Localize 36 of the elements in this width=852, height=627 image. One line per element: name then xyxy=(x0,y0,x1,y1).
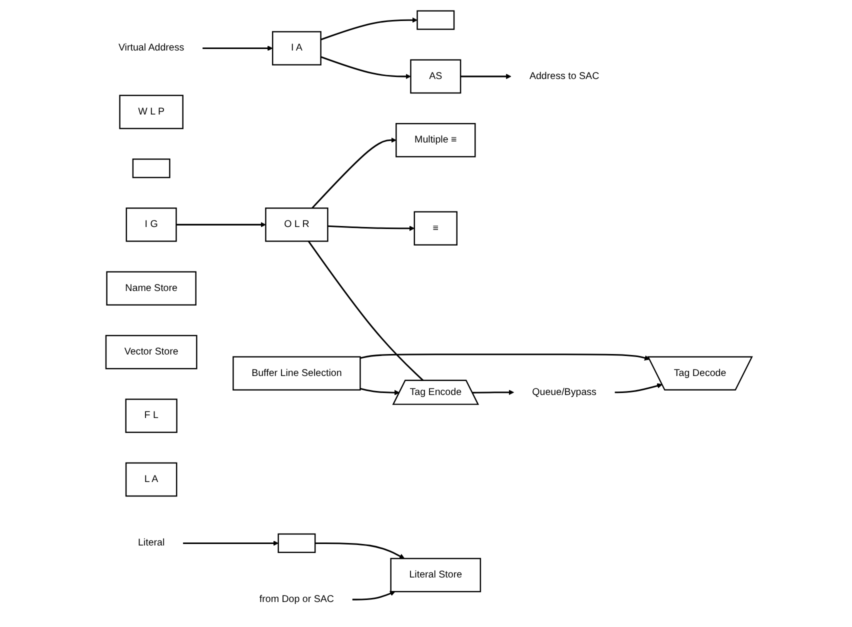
node-box xyxy=(416,10,455,30)
node-box: ≡ xyxy=(414,211,458,246)
node-box: Multiple ≡ xyxy=(396,123,476,158)
node-text: from Dop or SAC xyxy=(259,594,334,604)
node-text: Virtual Address xyxy=(118,42,184,54)
arrow xyxy=(614,383,662,394)
node-box xyxy=(278,533,316,553)
arrow xyxy=(360,388,400,396)
node-text: Address to SAC xyxy=(529,70,600,82)
node-box: Vector Store xyxy=(105,334,198,370)
node-box: Buffer Line Selection xyxy=(232,356,361,391)
node-box xyxy=(132,158,170,178)
arrow xyxy=(312,137,396,209)
node-box: Name Store xyxy=(106,271,196,306)
arrow xyxy=(320,56,411,80)
arrow xyxy=(352,590,396,600)
arrow xyxy=(360,354,650,361)
node-box: I A xyxy=(272,31,322,66)
arrow xyxy=(202,46,273,51)
node-box: F L xyxy=(125,398,178,433)
connector xyxy=(308,240,424,382)
node-box: O L R xyxy=(265,208,328,242)
arrow xyxy=(472,390,514,396)
node-text: Queue/Bypass xyxy=(532,386,596,398)
node-text: Literal xyxy=(138,538,165,548)
arrow xyxy=(176,222,266,228)
node-box: W L P xyxy=(119,94,184,130)
node-box: Literal Store xyxy=(390,558,482,592)
node-box: AS xyxy=(410,59,462,94)
arrow xyxy=(460,74,512,80)
arrow xyxy=(315,542,405,559)
node-box: I G xyxy=(126,208,177,242)
node-box: L A xyxy=(125,462,178,497)
arrow xyxy=(328,225,415,232)
arrow xyxy=(320,17,418,40)
arrow xyxy=(183,540,279,546)
